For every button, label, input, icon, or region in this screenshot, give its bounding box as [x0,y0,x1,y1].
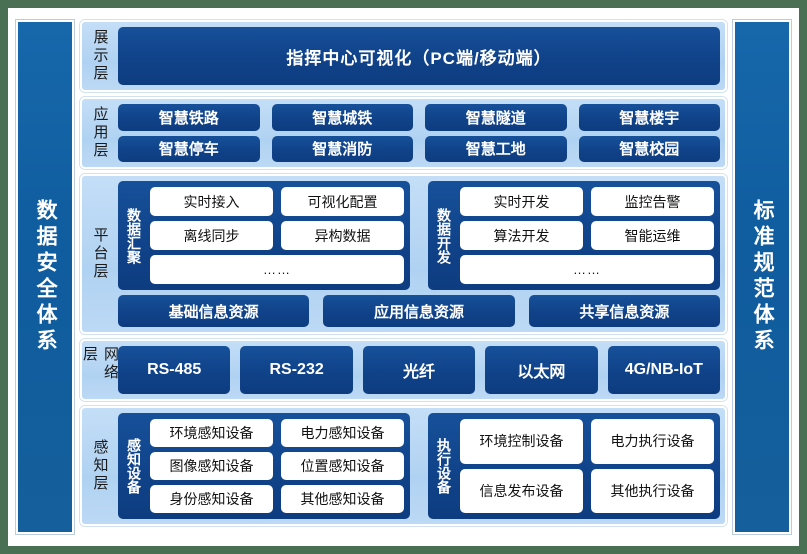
group-title-data-aggregation: 数据汇聚 [126,207,143,264]
aggregation-row-3: …… [150,255,404,284]
development-item-realtime-dev[interactable]: 实时开发 [460,187,583,216]
development-row-1: 实时开发 监控告警 [460,187,714,216]
app-item-smart-parking[interactable]: 智慧停车 [118,135,260,162]
aggregation-item-offline-sync[interactable]: 离线同步 [150,221,273,250]
resource-application-information[interactable]: 应用信息资源 [323,295,515,327]
perception-groups: 感知设备 环境感知设备 电力感知设备 图像感知设备 位置感知设备 [118,413,720,519]
development-item-algorithm-dev[interactable]: 算法开发 [460,221,583,250]
aggregation-row-1: 实时接入 可视化配置 [150,187,404,216]
execution-item-environment-control[interactable]: 环境控制设备 [460,419,583,464]
network-items-row: RS-485 RS-232 光纤 以太网 4G/NB-IoT [118,346,721,394]
group-grid-data-development: 实时开发 监控告警 算法开发 智能运维 …… [460,187,714,284]
execution-item-information-release[interactable]: 信息发布设备 [460,468,583,513]
platform-group-data-development: 数据开发 实时开发 监控告警 算法开发 智能运维 …… [428,181,720,290]
layer-application: 应用层 智慧铁路 智慧城铁 智慧隧道 智慧楼宇 智慧停车 智慧消防 智慧工地 智… [80,97,727,169]
layer-stack: 展示层 指挥中心可视化（PC端/移动端） 应用层 智慧铁路 智慧城铁 智慧隧道 … [80,20,727,534]
platform-group-data-aggregation: 数据汇聚 实时接入 可视化配置 离线同步 异构数据 …… [118,181,410,290]
perception-group-execution-devices: 执行设备 环境控制设备 电力执行设备 信息发布设备 其他执行设备 [428,413,720,519]
execution-item-power[interactable]: 电力执行设备 [591,419,714,464]
execution-row-1: 环境控制设备 电力执行设备 [460,419,714,464]
group-grid-sensing-devices: 环境感知设备 电力感知设备 图像感知设备 位置感知设备 身份感知设备 其他感知设… [150,419,404,513]
sensing-row-1: 环境感知设备 电力感知设备 [150,419,404,447]
platform-resources-row: 基础信息资源 应用信息资源 共享信息资源 [118,295,720,327]
sensing-item-other[interactable]: 其他感知设备 [281,485,404,513]
resource-shared-information[interactable]: 共享信息资源 [528,295,720,327]
group-title-execution-devices: 执行设备 [436,438,453,494]
development-row-2: 算法开发 智能运维 [460,221,714,250]
app-item-smart-tunnel[interactable]: 智慧隧道 [425,104,567,131]
layer-body-perception: 感知设备 环境感知设备 电力感知设备 图像感知设备 位置感知设备 [118,413,720,519]
sensing-row-3: 身份感知设备 其他感知设备 [150,485,404,513]
group-title-data-development: 数据开发 [436,207,453,264]
layer-label-presentation: 展示层 [91,29,109,83]
development-row-3: …… [460,255,714,284]
resource-basic-information[interactable]: 基础信息资源 [118,295,310,327]
layer-network: 网络层 RS-485 RS-232 光纤 以太网 4G/NB-IoT [80,339,727,401]
layer-platform: 平台层 数据汇聚 实时接入 可视化配置 离线同步 异构数据 [80,174,727,334]
group-grid-execution-devices: 环境控制设备 电力执行设备 信息发布设备 其他执行设备 [460,419,714,513]
execution-item-other[interactable]: 其他执行设备 [591,468,714,513]
architecture-diagram: 数据安全体系 展示层 指挥中心可视化（PC端/移动端） 应用层 智慧铁路 智慧城… [8,8,799,546]
app-item-smart-railway[interactable]: 智慧铁路 [118,104,260,131]
right-pillar-standard-specification: 标准规范体系 [733,20,791,534]
application-row-1: 智慧铁路 智慧城铁 智慧隧道 智慧楼宇 [118,104,720,131]
layer-body-presentation: 指挥中心可视化（PC端/移动端） [118,27,720,85]
sensing-item-identity[interactable]: 身份感知设备 [150,485,273,513]
layer-presentation: 展示层 指挥中心可视化（PC端/移动端） [80,20,727,92]
app-item-smart-construction-site[interactable]: 智慧工地 [425,135,567,162]
app-item-smart-urban-rail[interactable]: 智慧城铁 [271,104,413,131]
layer-label-application: 应用层 [91,106,109,160]
sensing-item-power[interactable]: 电力感知设备 [281,419,404,447]
perception-group-sensing-devices: 感知设备 环境感知设备 电力感知设备 图像感知设备 位置感知设备 [118,413,410,519]
left-pillar-data-security: 数据安全体系 [16,20,74,534]
network-item-fiber[interactable]: 光纤 [362,346,476,394]
aggregation-item-realtime-access[interactable]: 实时接入 [150,187,273,216]
group-title-sensing-devices: 感知设备 [126,438,143,494]
sensing-item-environment[interactable]: 环境感知设备 [150,419,273,447]
layer-perception: 感知层 感知设备 环境感知设备 电力感知设备 图像感知设备 位置感知设备 [80,406,727,526]
layer-body-network: RS-485 RS-232 光纤 以太网 4G/NB-IoT [118,346,721,394]
execution-row-2: 信息发布设备 其他执行设备 [460,468,714,513]
aggregation-item-visual-config[interactable]: 可视化配置 [281,187,404,216]
sensing-item-location[interactable]: 位置感知设备 [281,452,404,480]
aggregation-item-heterogeneous-data[interactable]: 异构数据 [281,221,404,250]
aggregation-item-more[interactable]: …… [150,255,404,284]
platform-groups: 数据汇聚 实时接入 可视化配置 离线同步 异构数据 …… [118,181,720,290]
sensing-item-image[interactable]: 图像感知设备 [150,452,273,480]
app-item-smart-building[interactable]: 智慧楼宇 [578,104,720,131]
network-item-ethernet[interactable]: 以太网 [485,346,598,394]
network-item-rs485[interactable]: RS-485 [118,346,231,394]
development-item-monitor-alarm[interactable]: 监控告警 [591,187,714,216]
network-item-rs232[interactable]: RS-232 [240,346,353,394]
layer-label-network: 网络层 [81,346,119,382]
layer-body-platform: 数据汇聚 实时接入 可视化配置 离线同步 异构数据 …… [118,181,720,327]
sensing-row-2: 图像感知设备 位置感知设备 [150,452,404,480]
presentation-command-center-box[interactable]: 指挥中心可视化（PC端/移动端） [118,27,720,85]
layer-label-perception: 感知层 [91,439,109,493]
development-item-more[interactable]: …… [460,255,714,284]
application-row-2: 智慧停车 智慧消防 智慧工地 智慧校园 [118,135,720,162]
app-item-smart-campus[interactable]: 智慧校园 [578,135,720,162]
layer-label-platform: 平台层 [91,227,109,281]
development-item-intelligent-ops[interactable]: 智能运维 [591,221,714,250]
layer-body-application: 智慧铁路 智慧城铁 智慧隧道 智慧楼宇 智慧停车 智慧消防 智慧工地 智慧校园 [118,104,720,162]
network-item-4g-nbiot[interactable]: 4G/NB-IoT [607,346,721,394]
aggregation-row-2: 离线同步 异构数据 [150,221,404,250]
app-item-smart-firefighting[interactable]: 智慧消防 [271,135,413,162]
group-grid-data-aggregation: 实时接入 可视化配置 离线同步 异构数据 …… [150,187,404,284]
